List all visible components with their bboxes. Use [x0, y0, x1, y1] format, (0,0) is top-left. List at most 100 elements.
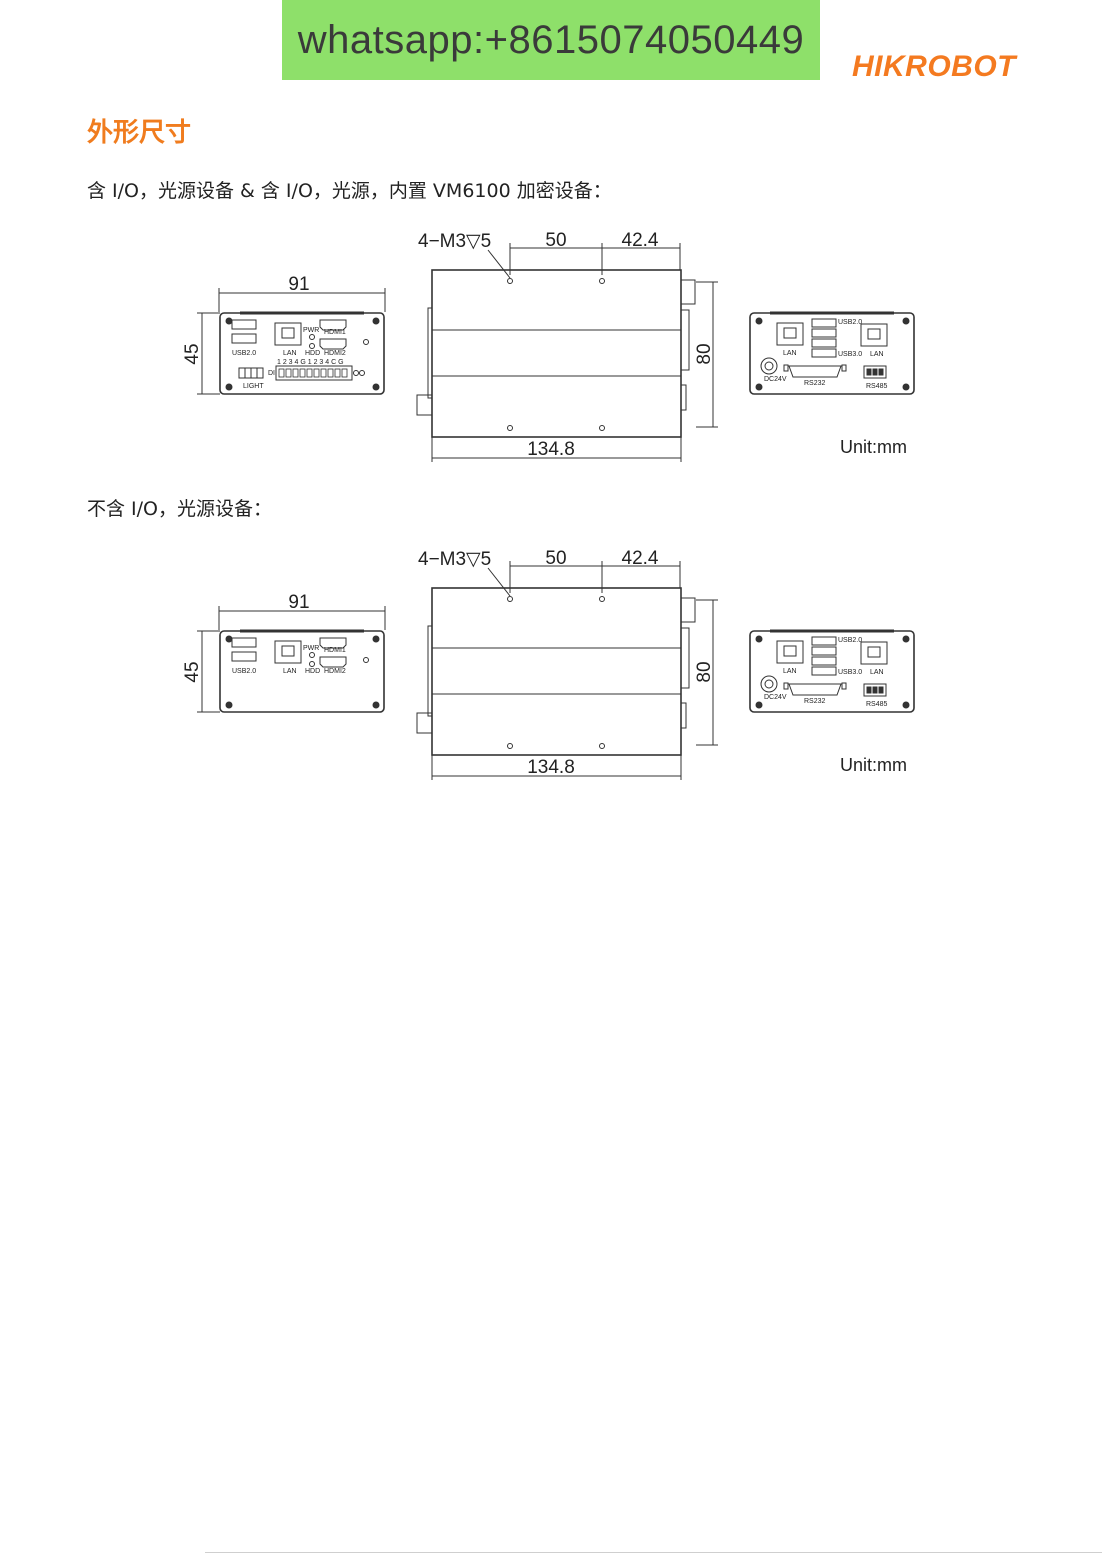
- rear-view: LAN USB2.0 USB3.0 LAN DC24V RS232 RS485: [749, 629, 915, 713]
- usb-port-icon: [231, 637, 257, 648]
- hdmi-port-icon: [319, 338, 347, 350]
- mounting-hole-icon: [507, 278, 513, 284]
- corner-screw-icon: [902, 383, 910, 391]
- lan-label: LAN: [283, 350, 297, 357]
- side-connector-icon: [416, 712, 433, 734]
- front-view: 91 45 USB2.0 LAN PWR HDD HDMI1 HDMI2: [182, 592, 386, 713]
- hdd-led-icon: [309, 343, 315, 349]
- rear-lan1-label: LAN: [783, 668, 797, 675]
- usb-port-icon: [811, 318, 837, 328]
- usb-port-icon: [811, 666, 837, 676]
- rear-usb20-label: USB2.0: [838, 319, 862, 326]
- rear-rs485-label: RS485: [866, 383, 888, 390]
- hdmi1-label: HDMI1: [324, 329, 346, 336]
- side-connector-icon: [680, 279, 696, 305]
- corner-screw-icon: [755, 635, 763, 643]
- corner-screw-icon: [902, 635, 910, 643]
- drawing-caption-1: 含 I/O，光源设备 & 含 I/O，光源，内置 VM6100 加密设备：: [87, 180, 612, 202]
- unit-label: Unit:mm: [840, 755, 907, 775]
- rear-usb20-label: USB2.0: [838, 637, 862, 644]
- usb-port-icon: [231, 319, 257, 330]
- usb-port-icon: [811, 636, 837, 646]
- section-title: 外形尺寸: [87, 118, 192, 148]
- usb-label: USB2.0: [232, 668, 256, 675]
- side-connector-icon: [680, 597, 696, 623]
- mounting-hole-icon: [507, 425, 513, 431]
- pwr-led-icon: [309, 334, 315, 340]
- rear-dc-label: DC24V: [764, 376, 787, 383]
- corner-screw-icon: [372, 701, 380, 709]
- dim-50-label: 50: [545, 230, 566, 251]
- rear-rs232-label: RS232: [804, 380, 826, 387]
- lan-port-icon: [274, 322, 302, 346]
- hdmi2-label: HDMI2: [324, 350, 346, 357]
- rear-usb30-label: USB3.0: [838, 351, 862, 358]
- io-pin-labels: 1 2 3 4 G 1 2 3 4 C G: [277, 359, 344, 366]
- usb-port-icon: [811, 348, 837, 358]
- dim-50-label: 50: [545, 548, 566, 569]
- mounting-hole-icon: [599, 743, 605, 749]
- hdd-led-icon: [309, 661, 315, 667]
- lan-port-icon: [776, 640, 804, 664]
- contact-banner: whatsapp:+8615074050449: [282, 0, 820, 80]
- hdmi-port-icon: [319, 656, 347, 668]
- side-connector-icon: [416, 394, 433, 416]
- mounting-hole-icon: [507, 743, 513, 749]
- hdmi1-label: HDMI1: [324, 647, 346, 654]
- usb-label: USB2.0: [232, 350, 256, 357]
- rear-rs232-label: RS232: [804, 698, 826, 705]
- usb-port-icon: [811, 656, 837, 666]
- rs232-port-icon: [788, 683, 842, 696]
- light-label: LIGHT: [243, 383, 264, 390]
- rear-usb30-label: USB3.0: [838, 669, 862, 676]
- side-view: 4−M3▽5 50 42.4 134.8 80: [416, 230, 718, 462]
- mounting-hole-icon: [599, 596, 605, 602]
- dc-power-jack-icon: [760, 675, 778, 693]
- corner-screw-icon: [755, 317, 763, 325]
- rear-dc-label: DC24V: [764, 694, 787, 701]
- dimension-drawing-without-io: 91 45 USB2.0 LAN PWR HDD HDMI1 HDMI2: [182, 548, 915, 780]
- mounting-hole-icon: [599, 425, 605, 431]
- rear-lan2-label: LAN: [870, 351, 884, 358]
- corner-screw-icon: [372, 383, 380, 391]
- mounting-hole-icon: [599, 278, 605, 284]
- rear-lan1-label: LAN: [783, 350, 797, 357]
- rs485-terminal-icon: [863, 683, 887, 697]
- height-dimension-label: 45: [182, 343, 203, 364]
- usb-port-icon: [231, 333, 257, 344]
- corner-screw-icon: [372, 635, 380, 643]
- rear-view: LAN USB2.0 USB3.0 LAN DC24V RS232 RS485: [749, 311, 915, 395]
- length-dimension-label: 134.8: [527, 757, 575, 778]
- lan-port-icon: [860, 641, 888, 665]
- corner-screw-icon: [755, 383, 763, 391]
- side-height-dimension-label: 80: [694, 343, 715, 364]
- dc-power-jack-icon: [760, 357, 778, 375]
- mounting-hole-label: 4−M3▽5: [418, 549, 491, 570]
- mounting-hole-label: 4−M3▽5: [418, 231, 491, 252]
- usb-port-icon: [811, 646, 837, 656]
- rs485-terminal-icon: [863, 365, 887, 379]
- width-dimension-label: 91: [288, 274, 309, 295]
- height-dimension-label: 45: [182, 661, 203, 682]
- corner-screw-icon: [225, 701, 233, 709]
- pwr-label: PWR: [303, 645, 319, 652]
- usb-port-icon: [231, 651, 257, 662]
- dim-42-4-label: 42.4: [622, 230, 659, 251]
- corner-screw-icon: [902, 701, 910, 709]
- io-terminal-block-icon: [275, 365, 353, 381]
- hdmi-port-icon: [319, 637, 347, 649]
- hdd-label: HDD: [305, 668, 320, 675]
- corner-screw-icon: [902, 317, 910, 325]
- rear-rs485-label: RS485: [866, 701, 888, 708]
- side-view: 4−M3▽5 50 42.4 134.8 80: [416, 548, 718, 780]
- corner-screw-icon: [755, 701, 763, 709]
- side-body-outline: [431, 587, 682, 756]
- lan-port-icon: [776, 322, 804, 346]
- lan-label: LAN: [283, 668, 297, 675]
- side-height-dimension-label: 80: [694, 661, 715, 682]
- mounting-hole-icon: [507, 596, 513, 602]
- usb-port-icon: [811, 328, 837, 338]
- brand-logo: HIKROBOT: [852, 50, 1016, 83]
- width-dimension-label: 91: [288, 592, 309, 613]
- corner-screw-icon: [225, 635, 233, 643]
